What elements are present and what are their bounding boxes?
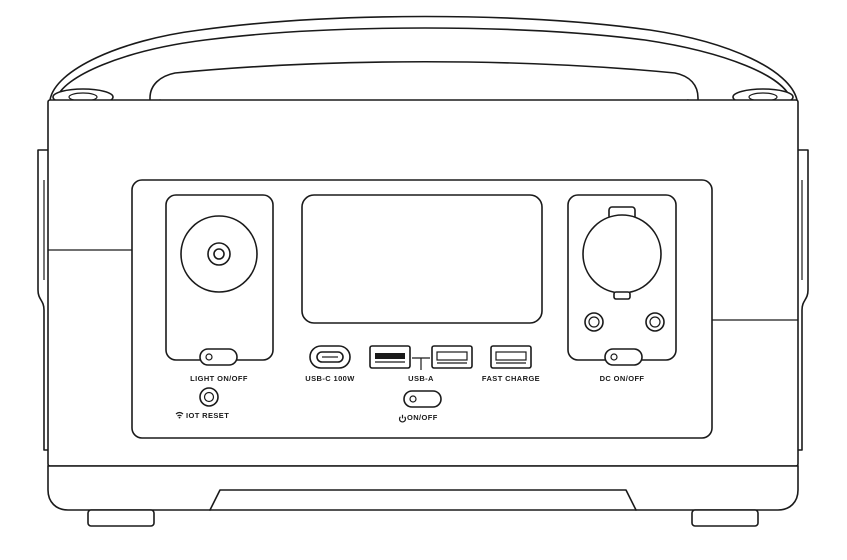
dc-port-left: [584, 312, 604, 332]
usb-a-label: USB-A: [408, 374, 434, 383]
fast-charge-port: [490, 345, 532, 369]
dc-button[interactable]: [604, 348, 643, 366]
car-socket-hinge: [613, 291, 631, 300]
fast-charge-label: FAST CHARGE: [482, 374, 540, 383]
wifi-icon: [175, 411, 184, 419]
dc-label: DC ON/OFF: [600, 374, 645, 383]
car-socket-cap: [582, 214, 662, 294]
usb-c-label: USB-C 100W: [305, 374, 355, 383]
iot-reset-button[interactable]: [199, 387, 219, 407]
power-button[interactable]: [403, 390, 442, 408]
dc-port-right: [645, 312, 665, 332]
light-label: LIGHT ON/OFF: [190, 374, 248, 383]
power-label: ON/OFF: [407, 413, 438, 422]
foot-right: [691, 509, 759, 527]
usb-a-port-2: [431, 345, 473, 369]
left-side-grip: [37, 149, 49, 451]
iot-reset-label: IOT RESET: [186, 411, 229, 420]
light-lens: [180, 215, 258, 293]
display-screen: [301, 194, 543, 324]
light-button[interactable]: [199, 348, 238, 366]
right-side-grip: [797, 149, 809, 451]
power-icon: [398, 414, 407, 423]
base: [47, 465, 799, 511]
usb-a-port-1: [369, 345, 411, 369]
foot-left: [87, 509, 155, 527]
